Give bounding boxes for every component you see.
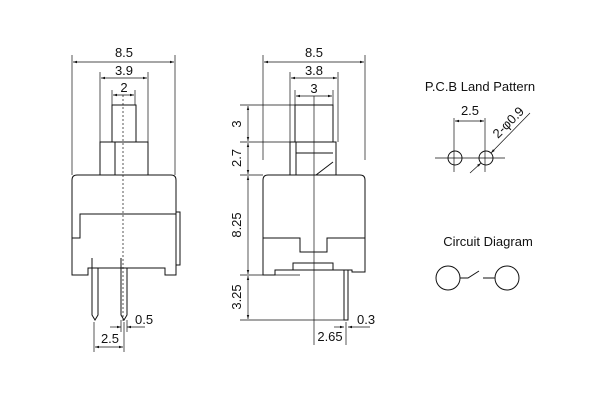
front-cap-width-label: 3.9 xyxy=(115,63,133,78)
cap-height-label: 2.7 xyxy=(229,149,244,167)
body-height-label: 8.25 xyxy=(229,212,244,237)
pins xyxy=(91,258,128,321)
pin-pitch-label: 2.5 xyxy=(101,331,119,346)
pin-length-label: 3.25 xyxy=(229,284,244,309)
pcb-land-pattern: P.C.B Land Pattern 2.5 2-φ0.9 xyxy=(425,79,535,174)
front-width-label: 8.5 xyxy=(115,45,133,60)
body xyxy=(71,174,177,276)
pad-hole xyxy=(447,150,463,166)
pin-width-label: 0.5 xyxy=(135,312,153,327)
side-view: 8.5 3.8 3 3 2.7 8.25 3.25 0.3 2.65 xyxy=(229,45,375,345)
pin-thickness-label: 0.3 xyxy=(357,312,375,327)
pcb-pitch-label: 2.5 xyxy=(461,103,479,118)
circuit-title: Circuit Diagram xyxy=(443,234,533,249)
cap xyxy=(99,141,149,176)
pcb-title: P.C.B Land Pattern xyxy=(425,79,535,94)
side-cap-width-label: 3.8 xyxy=(305,63,323,78)
pin-offset-label: 2.65 xyxy=(317,329,342,344)
pad-hole xyxy=(478,150,494,166)
front-view: 8.5 3.9 2 0.5 2.5 xyxy=(71,45,181,352)
plunger xyxy=(111,104,137,143)
side-plunger-width-label: 3 xyxy=(310,81,317,96)
circuit-diagram: Circuit Diagram xyxy=(435,234,533,291)
plunger-height-label: 3 xyxy=(229,120,244,127)
side-width-label: 8.5 xyxy=(305,45,323,60)
front-plunger-width-label: 2 xyxy=(120,80,127,95)
switch-symbol xyxy=(460,270,495,279)
